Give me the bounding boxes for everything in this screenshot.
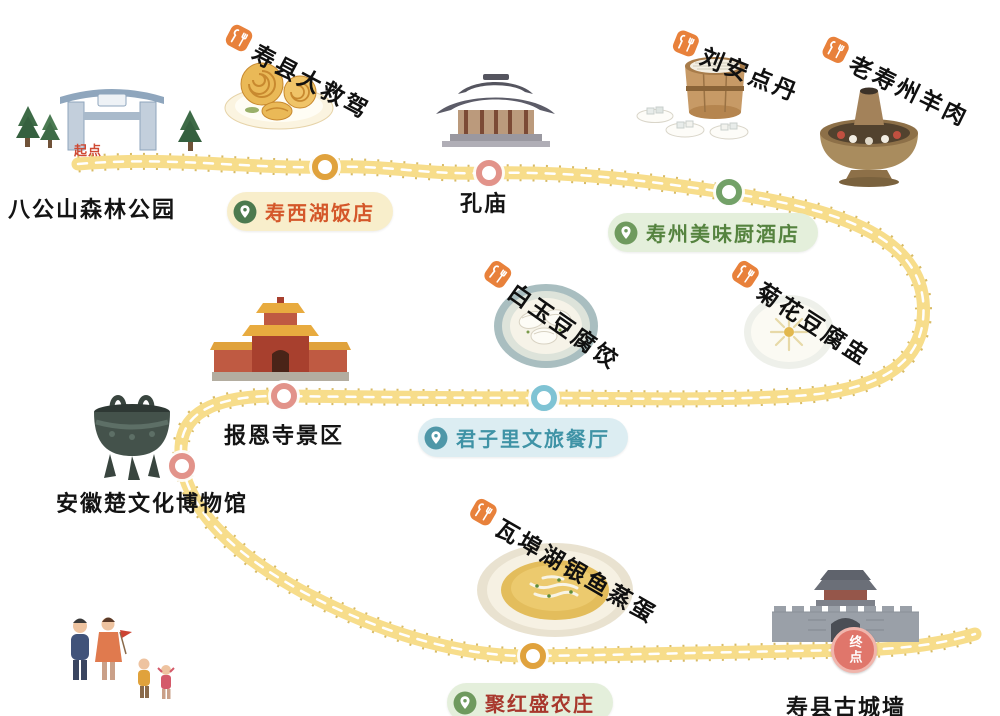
- baoen-temple-illustration: [208, 292, 353, 384]
- place-label-bagongshan-park: 八公山森林公园: [8, 198, 177, 223]
- station-pill-label: 君子里文旅餐厅: [456, 427, 610, 451]
- place-label-confucius-temple: 孔庙: [460, 192, 509, 217]
- dish-label-chrysanthemum-tofu: 菊花豆腐盅: [724, 256, 878, 372]
- location-pin-icon: [453, 691, 477, 714]
- bronze-ding-illustration: [82, 388, 182, 486]
- dish-label-dajiujia: 寿县大救驾: [219, 20, 377, 126]
- station-pill-shouxihu-hotel: 寿西湖饭店: [227, 192, 393, 231]
- place-label-ancient-city-wall: 寿县古城墙: [786, 696, 907, 716]
- dumpling-bowl-illustration: [492, 282, 600, 370]
- chrysanthemum-tofu-illustration: [742, 292, 837, 372]
- location-pin-icon: [233, 200, 257, 223]
- marker-confucius-temple: [476, 160, 502, 186]
- start-point-label: 起点: [74, 144, 103, 159]
- station-pill-label: 寿州美味厨酒店: [646, 222, 800, 246]
- end-point-label: 终点: [846, 635, 862, 665]
- station-pill-label: 寿西湖饭店: [265, 201, 375, 225]
- family-illustration: [52, 612, 182, 712]
- marker-junzili-restaurant: [531, 385, 557, 411]
- location-pin-icon: [614, 221, 638, 244]
- location-pin-icon: [424, 426, 448, 449]
- station-pill-meiweichu-hotel: 寿州美味厨酒店: [608, 213, 818, 252]
- marker-meiweichu-hotel: [716, 179, 742, 205]
- station-pill-juhongsheng-farm: 聚红盛农庄: [447, 683, 613, 716]
- steamed-egg-illustration: [475, 540, 635, 640]
- station-pill-junzili-restaurant: 君子里文旅餐厅: [418, 418, 628, 457]
- cutlery-icon: [225, 24, 253, 52]
- cutlery-icon: [732, 260, 759, 288]
- marker-shouxihu-hotel: [312, 154, 338, 180]
- hotpot-illustration: [803, 85, 933, 190]
- cutlery-icon: [484, 260, 512, 288]
- confucius-temple-illustration: [428, 68, 563, 148]
- place-label-baoen-temple: 报恩寺景区: [224, 424, 345, 449]
- cutlery-icon: [470, 498, 497, 526]
- marker-chu-museum: [169, 453, 195, 479]
- dish-label-baiyu-tofu-dumpling: 白玉豆腐饺: [476, 256, 627, 376]
- end-point-marker: 终点: [831, 627, 877, 673]
- cutlery-icon: [672, 30, 699, 57]
- station-pill-label: 聚红盛农庄: [485, 692, 595, 716]
- pastry-plate-illustration: [222, 48, 337, 133]
- park-gate-illustration: [12, 80, 212, 165]
- place-label-chu-museum: 安徽楚文化博物馆: [56, 492, 249, 517]
- marker-juhongsheng-farm: [520, 643, 546, 669]
- dish-label-liuandiandan: 刘安点丹: [667, 26, 805, 108]
- tofu-bucket-illustration: [633, 50, 768, 145]
- cutlery-icon: [822, 36, 849, 63]
- dish-label-wabuhu-silverfish-egg: 瓦埠湖银鱼蒸蛋: [463, 494, 664, 630]
- marker-baoen-temple: [271, 383, 297, 409]
- dish-label-laoshouzhou-mutton: 老寿州羊肉: [816, 32, 976, 133]
